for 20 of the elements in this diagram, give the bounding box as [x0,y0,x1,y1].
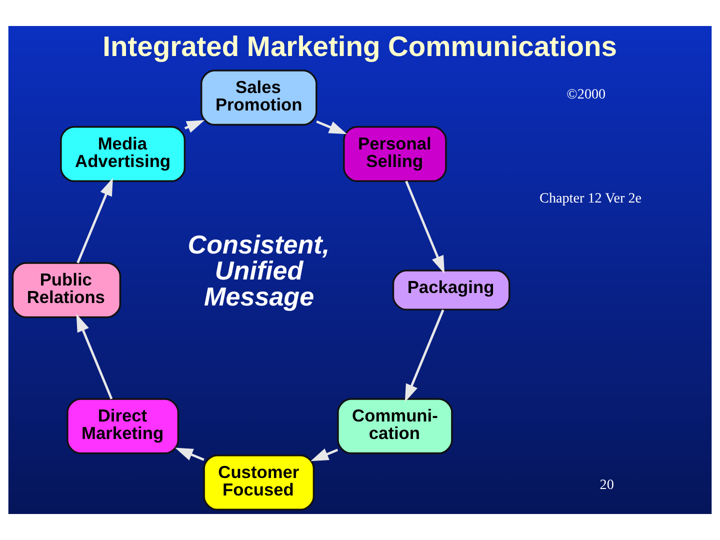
arrow [316,120,347,134]
label: Consistent, Unified Message [188,229,330,312]
node-box: Packaging [392,270,510,310]
node-box: Sales Promotion [200,70,318,126]
arrow [175,448,204,461]
node-box: Customer Focused [203,454,315,511]
node-box: Public Relations [12,262,122,318]
arrow [76,178,113,264]
node-box: Direct Marketing [66,398,180,454]
node-box: Communi- cation [337,398,453,454]
arrow [76,314,113,400]
node-box: Personal Selling [343,126,447,182]
label: Chapter 12 Ver 2e [540,190,642,207]
node-box: Media Advertising [60,126,186,182]
label: ©2000 [566,86,606,102]
diagram-title: Integrated Marketing Communications [102,30,617,62]
arrow [405,180,445,274]
label: 20 [600,477,614,494]
arrow [404,309,444,402]
arrow [310,448,338,462]
